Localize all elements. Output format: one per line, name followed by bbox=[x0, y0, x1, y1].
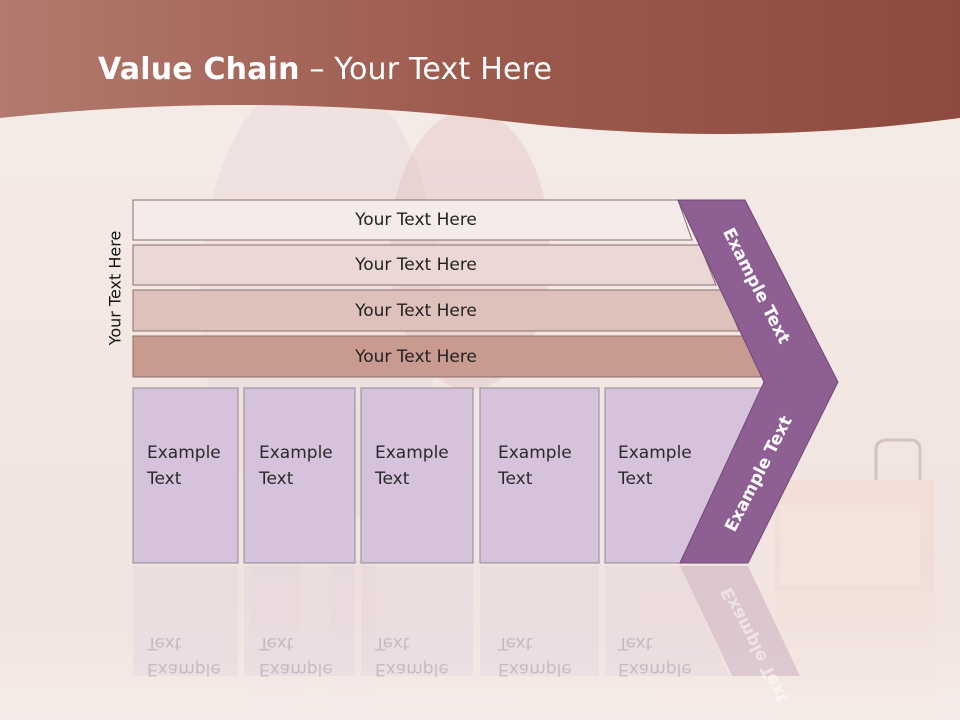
row-1-label: Your Text Here bbox=[355, 210, 477, 230]
cell-2-reflection-line2: Text bbox=[259, 633, 294, 653]
page-title: Value Chain – Your Text Here bbox=[98, 52, 552, 87]
cell-1-reflection-line2: Text bbox=[147, 633, 182, 653]
cell-2-reflection-line1: Example bbox=[259, 659, 333, 679]
cell-5-line2: Text bbox=[618, 469, 653, 489]
cell-3-reflection-line2: Text bbox=[375, 633, 410, 653]
row-3-label: Your Text Here bbox=[355, 300, 477, 321]
row-2-label: Your Text Here bbox=[355, 255, 477, 275]
title-dash: – bbox=[299, 52, 335, 87]
cell-4-shape bbox=[479, 387, 600, 564]
cell-5-reflection: Example Text bbox=[618, 630, 692, 682]
cell-2-reflection: Example Text bbox=[259, 630, 333, 682]
cell-3-line1: Example bbox=[375, 443, 449, 463]
row-4-label: Your Text Here bbox=[355, 346, 477, 367]
chevron-shape bbox=[677, 199, 839, 564]
cell-3-reflection: Example Text bbox=[375, 630, 449, 682]
cell-2-shape bbox=[243, 387, 356, 564]
cell-1-line1: Example bbox=[147, 443, 221, 463]
cell-3-reflection-line1: Example bbox=[375, 659, 449, 679]
cell-4-line2: Text bbox=[498, 469, 533, 489]
cell-4-reflection-line2: Text bbox=[498, 633, 533, 653]
cell-3-shape bbox=[360, 387, 474, 564]
title-bold: Value Chain bbox=[98, 52, 300, 87]
cell-5-reflection-line2: Text bbox=[618, 633, 653, 653]
row-2-shape bbox=[132, 244, 717, 286]
cell-3-line2: Text bbox=[375, 469, 410, 489]
cell-4-line1: Example bbox=[498, 443, 572, 463]
cell-1-reflection-line1: Example bbox=[147, 659, 221, 679]
title-rest: Your Text Here bbox=[334, 52, 553, 87]
cell-1-line2: Text bbox=[147, 469, 182, 489]
row-3-shape bbox=[132, 289, 740, 332]
cell-2-line2: Text bbox=[259, 469, 294, 489]
cell-5-line1: Example bbox=[618, 443, 692, 463]
cell-1-shape bbox=[132, 387, 239, 564]
cell-4-reflection-line1: Example bbox=[498, 659, 572, 679]
cell-2-line1: Example bbox=[259, 443, 333, 463]
row-1-shape bbox=[132, 199, 693, 241]
cell-5-reflection-line1: Example bbox=[618, 659, 692, 679]
cell-1-reflection: Example Text bbox=[147, 630, 221, 682]
cell-4-reflection: Example Text bbox=[498, 630, 572, 682]
